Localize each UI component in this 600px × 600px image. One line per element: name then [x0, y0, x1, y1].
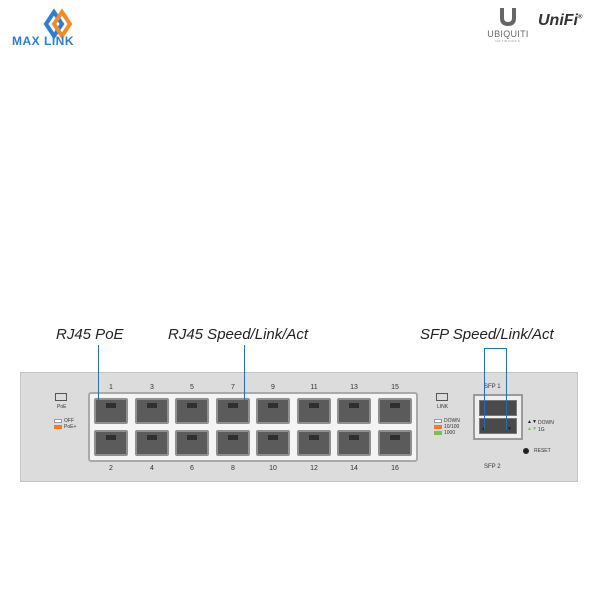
rj45-port-10[interactable] — [256, 430, 290, 456]
port-number-2: 2 — [109, 465, 113, 472]
sfp1-label: SFP 1 — [484, 384, 501, 390]
poe-plus-label: PoE+ — [64, 424, 77, 430]
ubiquiti-logo: UBIQUITI NETWORKS — [478, 6, 538, 46]
rj45-port-11[interactable] — [297, 398, 331, 424]
sfp2-label: SFP 2 — [484, 464, 501, 470]
reset-label: RESET — [534, 448, 551, 454]
reset-button[interactable] — [523, 448, 529, 454]
sfp1-port[interactable] — [479, 400, 517, 416]
sfp-pointer-left — [484, 348, 485, 430]
maxlink-brand: MAX LINK — [12, 34, 74, 48]
sfp-cage — [473, 394, 523, 440]
port-number-12: 12 — [310, 465, 318, 472]
callout-rj45-speed: RJ45 Speed/Link/Act — [168, 326, 309, 343]
link-1000-label: 1000 — [444, 430, 456, 436]
port-number-1: 1 — [109, 384, 113, 391]
link-1000-led — [434, 431, 442, 435]
rj45-port-1[interactable] — [94, 398, 128, 424]
sfp-left-arrow-icon: ▲ — [481, 426, 486, 432]
link-100-label: 10/100 — [444, 424, 460, 430]
port-number-11: 11 — [310, 384, 318, 391]
rj45-port-7[interactable] — [216, 398, 250, 424]
ubiquiti-u-icon — [500, 8, 516, 26]
port-number-4: 4 — [150, 465, 154, 472]
rj45-port-13[interactable] — [337, 398, 371, 424]
sfp-1g-arrow-icon: ▲▼ — [527, 426, 537, 432]
poe-pointer-line — [98, 345, 99, 400]
callout-rj45-poe: RJ45 PoE — [56, 326, 124, 343]
unifi-brand: UniFi® — [538, 12, 583, 29]
port-number-3: 3 — [150, 384, 154, 391]
port-number-7: 7 — [231, 384, 235, 391]
rj45-port-5[interactable] — [175, 398, 209, 424]
rj45-port-9[interactable] — [256, 398, 290, 424]
link-down-led — [434, 419, 442, 423]
rj45-port-12[interactable] — [297, 430, 331, 456]
rj45-port-2[interactable] — [94, 430, 128, 456]
port-number-16: 16 — [391, 465, 399, 472]
poe-icon — [55, 393, 67, 401]
rj45-port-8[interactable] — [216, 430, 250, 456]
port-number-6: 6 — [190, 465, 194, 472]
speed-pointer-line — [244, 345, 245, 400]
maxlink-logo-icon — [43, 8, 73, 40]
callout-sfp-speed: SFP Speed/Link/Act — [420, 326, 554, 343]
ubiquiti-brand: UBIQUITI — [487, 29, 529, 39]
poe-plus-led — [54, 425, 62, 429]
rj45-port-16[interactable] — [378, 430, 412, 456]
port-number-8: 8 — [231, 465, 235, 472]
poe-off-led — [54, 419, 62, 423]
sfp-right-arrow-icon: ▼ — [507, 426, 512, 432]
link-down-label: DOWN — [444, 418, 460, 424]
sfp-pointer-top — [484, 348, 506, 349]
rj45-port-14[interactable] — [337, 430, 371, 456]
rj45-port-3[interactable] — [135, 398, 169, 424]
port-number-15: 15 — [391, 384, 399, 391]
port-number-13: 13 — [350, 384, 358, 391]
port-number-10: 10 — [269, 465, 277, 472]
poe-off-label: OFF — [64, 418, 74, 424]
rj45-port-4[interactable] — [135, 430, 169, 456]
rj45-port-15[interactable] — [378, 398, 412, 424]
port-number-14: 14 — [350, 465, 358, 472]
rj45-port-6[interactable] — [175, 430, 209, 456]
unifi-text: UniFi — [538, 12, 578, 29]
sfp-pointer-right — [506, 348, 507, 430]
sfp2-port[interactable] — [479, 418, 517, 434]
port-number-5: 5 — [190, 384, 194, 391]
port-number-9: 9 — [271, 384, 275, 391]
sfp-down-label: DOWN — [538, 420, 554, 426]
poe-label: PoE — [57, 404, 67, 410]
sfp-down-arrow-icon: ▲▼ — [527, 419, 537, 425]
link-icon — [436, 393, 448, 401]
sfp-1g-label: 1G — [538, 427, 545, 433]
ubiquiti-sub: NETWORKS — [495, 39, 521, 43]
link-100-led — [434, 425, 442, 429]
link-label: LINK — [437, 404, 449, 410]
